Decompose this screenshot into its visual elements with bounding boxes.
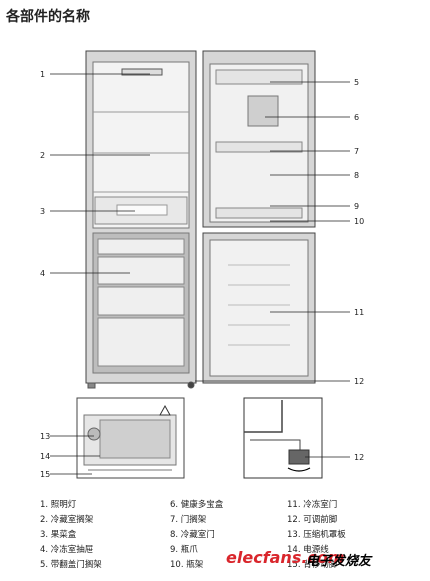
callout-4: 4 xyxy=(40,269,45,278)
legend-item: 8. 冷藏室门 xyxy=(170,530,215,540)
legend-item: 6. 健康多宝盒 xyxy=(170,500,224,510)
foot-detail xyxy=(243,397,323,479)
callout-8: 8 xyxy=(354,171,359,180)
legend-item: 15. 背移动脚 xyxy=(287,560,338,570)
callout-14: 14 xyxy=(40,452,50,461)
callout-7: 7 xyxy=(354,147,359,156)
legend-item: 13. 压缩机罩板 xyxy=(287,530,346,540)
callout-12b: 12 xyxy=(354,453,364,462)
legend-item: 7. 门搁架 xyxy=(170,515,207,525)
callout-3: 3 xyxy=(40,207,45,216)
callout-11: 11 xyxy=(354,308,364,317)
fridge-body xyxy=(85,50,197,389)
callout-9: 9 xyxy=(354,202,359,211)
legend-item: 14. 电源线 xyxy=(287,545,329,555)
back-view xyxy=(76,397,185,479)
legend-item: 12. 可调前脚 xyxy=(287,515,338,525)
callout-10: 10 xyxy=(354,217,364,226)
legend-col-1: 1. 照明灯 2. 冷藏室搁架 3. 果菜盒 4. 冷冻室抽屉 5. 带翻盖门搁… xyxy=(40,498,102,573)
legend-item: 10. 瓶架 xyxy=(170,560,204,570)
legend-col-2: 6. 健康多宝盒 7. 门搁架 8. 冷藏室门 9. 瓶爪 10. 瓶架 xyxy=(170,498,223,573)
watermark-logo: elecfans.com xyxy=(226,548,345,567)
watermark-cn: 电子发烧友 xyxy=(306,554,372,569)
page-title: 各部件的名称 xyxy=(6,9,90,25)
legend-item: 3. 果菜盒 xyxy=(40,530,77,540)
leader-lines xyxy=(50,73,350,475)
callout-labels: 1 2 3 4 5 6 7 8 9 10 11 12 12 13 14 15 xyxy=(40,70,364,479)
callout-6: 6 xyxy=(354,113,359,122)
callout-1: 1 xyxy=(40,70,45,79)
callout-12a: 12 xyxy=(354,377,364,386)
legend-item: 1. 照明灯 xyxy=(40,500,77,510)
callout-5: 5 xyxy=(354,78,359,87)
legend-item: 4. 冷冻室抽屉 xyxy=(40,545,94,555)
legend-item: 9. 瓶爪 xyxy=(170,545,198,555)
callout-15: 15 xyxy=(40,470,50,479)
callout-2: 2 xyxy=(40,151,45,160)
fridge-doors xyxy=(202,50,316,384)
legend-item: 5. 带翻盖门搁架 xyxy=(40,560,102,570)
legend-item: 11. 冷冻室门 xyxy=(287,500,338,510)
legend-col-3: 11. 冷冻室门 12. 可调前脚 13. 压缩机罩板 14. 电源线 15. … xyxy=(287,498,346,573)
callout-13: 13 xyxy=(40,432,50,441)
lamp-shape xyxy=(121,68,163,76)
legend-item: 2. 冷藏室搁架 xyxy=(40,515,94,525)
